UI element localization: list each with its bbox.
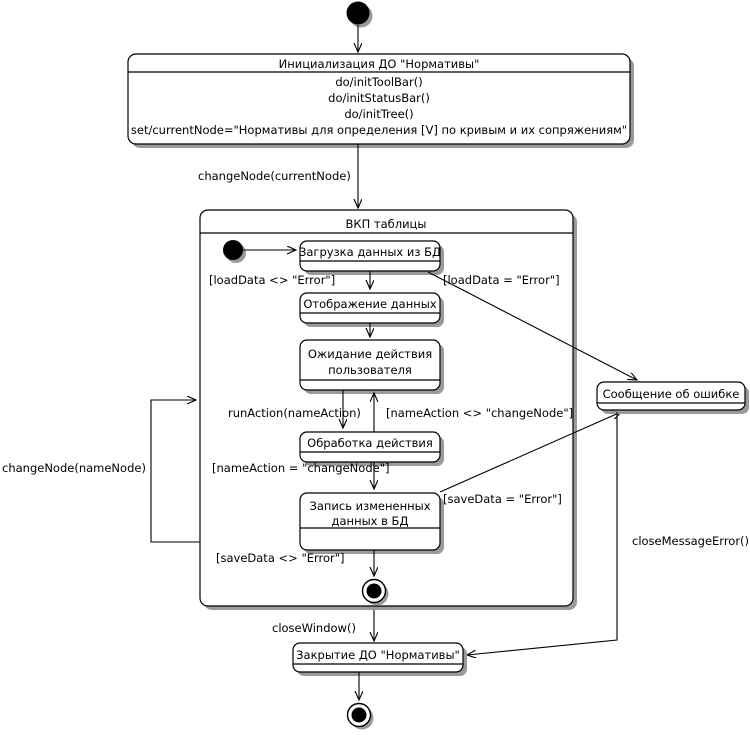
edge-error-to-close — [467, 412, 618, 655]
initial-node-top — [346, 1, 373, 28]
label-run-action: runAction(nameAction) — [228, 406, 361, 420]
state-process-action-title: Обработка действия — [307, 436, 433, 450]
edge-load-to-error — [427, 271, 637, 380]
state-error-message-title: Сообщение об ошибке — [603, 387, 740, 401]
label-close-window: closeWindow() — [272, 621, 356, 635]
state-composite-title: ВКП таблицы — [346, 217, 427, 231]
state-save-data-title-line2: данных в БД — [332, 514, 409, 528]
state-wait-user-title-line2: пользователя — [328, 363, 412, 377]
edge-change-node-loop — [150, 400, 200, 543]
state-save-data-title-line1: Запись измененных — [309, 499, 430, 513]
state-init-action-3: set/currentNode="Нормативы для определен… — [131, 123, 627, 137]
label-load-error: [loadData = "Error"] — [443, 273, 560, 287]
state-wait-user-title-line1: Ожидание действия — [308, 347, 432, 361]
state-process-action[interactable]: Обработка действия — [299, 431, 444, 466]
label-load-ok: [loadData <> "Error"] — [209, 273, 335, 287]
label-change-node-name: changeNode(nameNode) — [2, 461, 146, 475]
state-show-data[interactable]: Отображение данных — [299, 292, 444, 327]
final-node-inner — [361, 578, 389, 606]
label-name-action-change: [nameAction = "changeNode"] — [212, 461, 389, 475]
state-composite-table[interactable]: ВКП таблицы — [199, 209, 577, 610]
label-name-action-not-change: [nameAction <> "changeNode"] — [386, 406, 573, 420]
state-init-action-2: do/initTree() — [344, 107, 413, 121]
state-load-data-title: Загрузка данных из БД — [299, 245, 441, 259]
state-init-action-1: do/initStatusBar() — [328, 91, 430, 105]
state-init-action-0: do/initToolBar() — [335, 75, 422, 89]
label-save-ok: [saveData <> "Error"] — [216, 551, 345, 565]
label-save-error: [saveData = "Error"] — [443, 492, 562, 506]
state-close[interactable]: Закрытие ДО "Нормативы" — [292, 642, 467, 676]
state-show-data-title: Отображение данных — [303, 297, 437, 311]
final-node-bottom — [346, 702, 374, 730]
state-save-data[interactable]: Запись измененных данных в БД — [299, 492, 444, 554]
initial-node-inner — [223, 240, 246, 263]
state-wait-user[interactable]: Ожидание действия пользователя — [299, 339, 444, 394]
label-close-message-error: closeMessageError() — [632, 534, 749, 548]
label-change-node-current: changeNode(currentNode) — [198, 169, 351, 183]
state-init[interactable]: Инициализация ДО "Нормативы" do/initTool… — [127, 53, 634, 148]
state-init-title: Инициализация ДО "Нормативы" — [279, 57, 480, 71]
state-load-data[interactable]: Загрузка данных из БД — [299, 240, 444, 275]
edge-save-to-error — [439, 412, 621, 493]
state-close-title: Закрытие ДО "Нормативы" — [296, 648, 460, 662]
state-error-message[interactable]: Сообщение об ошибке — [596, 381, 749, 414]
